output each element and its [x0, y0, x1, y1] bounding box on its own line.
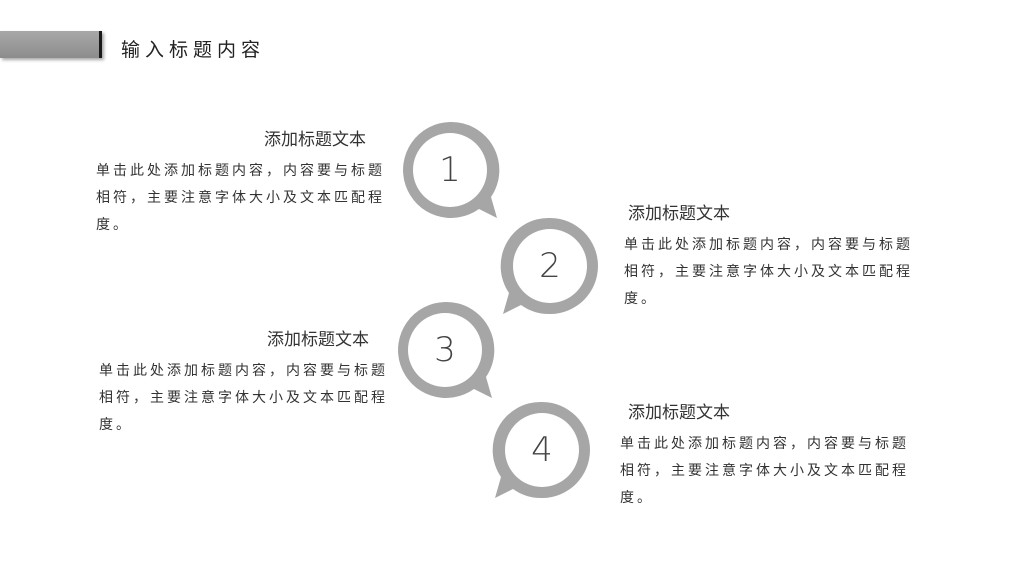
- speech-bubble-icon: [403, 121, 500, 218]
- step-number: 1: [439, 150, 461, 190]
- step-heading: 添加标题文本: [628, 403, 730, 423]
- title-accent-bar: [0, 31, 102, 58]
- step-heading: 添加标题文本: [267, 330, 369, 350]
- step-text-block-3: 添加标题文本 单击此处添加标题内容，内容要与标题相符，主要注意字体大小及文本匹配…: [99, 325, 399, 439]
- speech-bubble-icon: [492, 401, 590, 499]
- step-bubble-4: 4: [489, 397, 595, 503]
- step-number: 3: [434, 330, 456, 370]
- step-description: 单击此处添加标题内容，内容要与标题相符，主要注意字体大小及文本匹配程度。: [620, 436, 909, 506]
- step-text-block-2: 添加标题文本 单击此处添加标题内容，内容要与标题相符，主要注意字体大小及文本匹配…: [624, 199, 924, 313]
- step-bubble-1: 1: [397, 117, 503, 223]
- step-text-block-1: 添加标题文本 单击此处添加标题内容，内容要与标题相符，主要注意字体大小及文本匹配…: [96, 125, 396, 239]
- step-text-block-4: 添加标题文本 单击此处添加标题内容，内容要与标题相符，主要注意字体大小及文本匹配…: [620, 398, 920, 512]
- step-description: 单击此处添加标题内容，内容要与标题相符，主要注意字体大小及文本匹配程度。: [99, 363, 388, 433]
- step-heading: 添加标题文本: [264, 130, 366, 150]
- step-number: 2: [539, 246, 561, 286]
- speech-bubble-icon: [500, 217, 598, 315]
- page-title: 输入标题内容: [121, 39, 266, 61]
- step-number: 4: [531, 430, 553, 470]
- step-heading: 添加标题文本: [628, 204, 730, 224]
- step-bubble-3: 3: [392, 297, 498, 403]
- step-description: 单击此处添加标题内容，内容要与标题相符，主要注意字体大小及文本匹配程度。: [96, 163, 385, 233]
- speech-bubble-icon: [398, 301, 495, 398]
- step-bubble-2: 2: [497, 213, 603, 319]
- step-description: 单击此处添加标题内容，内容要与标题相符，主要注意字体大小及文本匹配程度。: [624, 237, 913, 307]
